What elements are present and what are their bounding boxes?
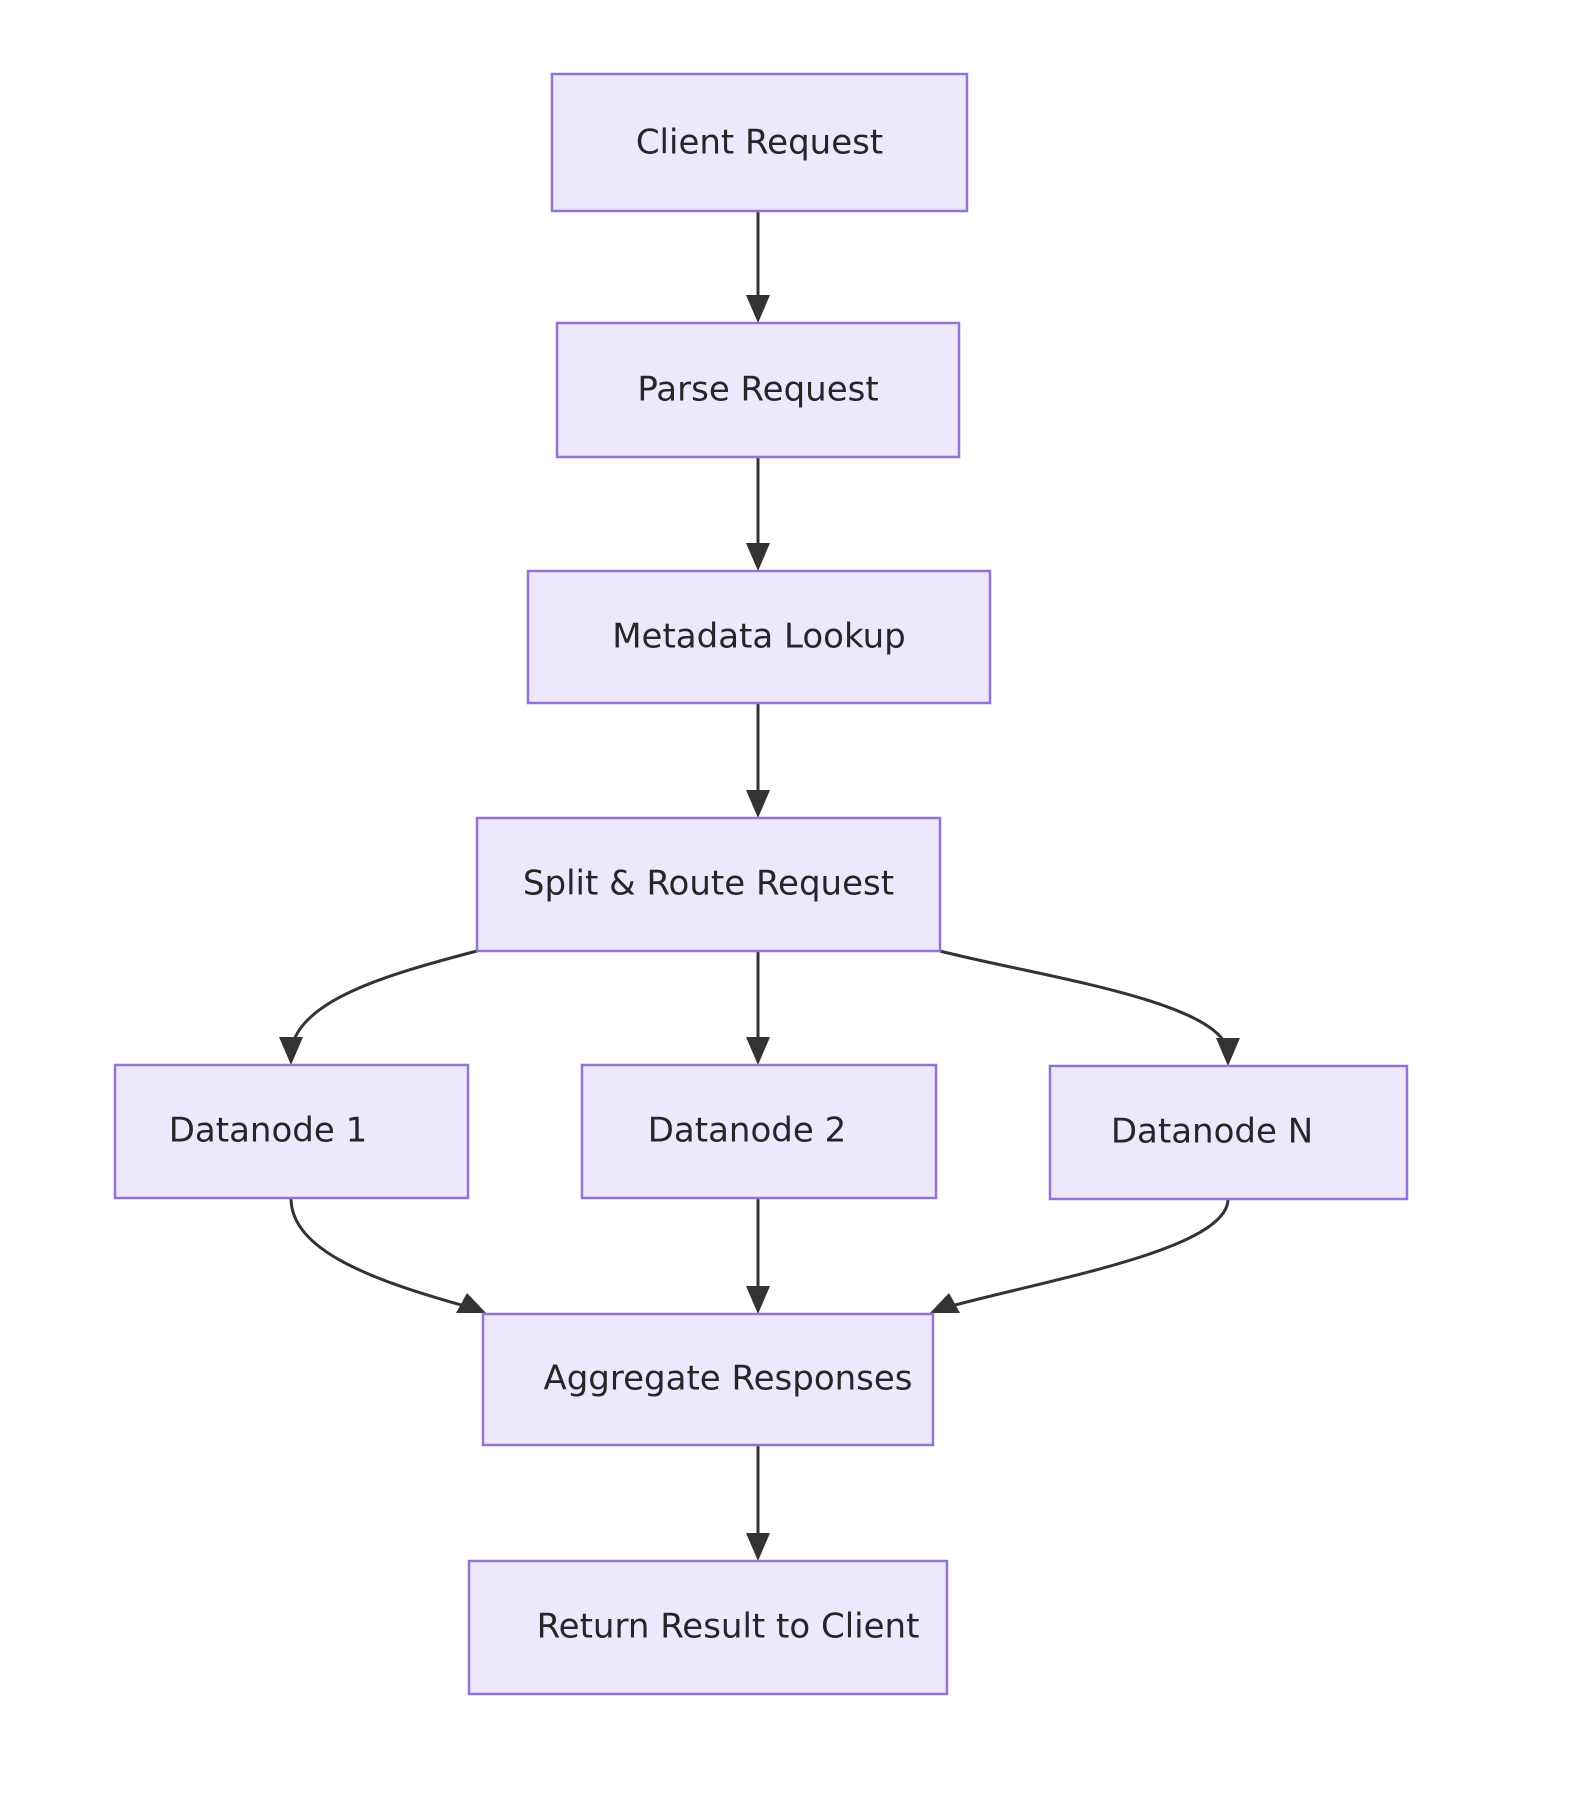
edge-layer <box>279 211 1240 1561</box>
node-split-route-request[interactable]: Split & Route Request <box>475 816 942 953</box>
edge-split-route-request-to-datanode-1 <box>279 949 478 1065</box>
edge-aggregate-responses-to-return-result <box>746 1445 770 1561</box>
node-datanode-1[interactable]: Datanode 1 <box>113 1063 470 1200</box>
edge-metadata-lookup-to-split-route-request <box>746 703 770 818</box>
node-parse-request[interactable]: Parse Request <box>555 321 961 459</box>
node-client-request[interactable]: Client Request <box>550 72 969 213</box>
node-return-result-to-client[interactable]: Return Result to Client <box>467 1559 949 1696</box>
node-label-parse-request: Parse Request <box>637 370 878 410</box>
edge-split-route-request-to-datanode-2 <box>746 951 770 1065</box>
edge-client-request-to-parse-request <box>746 211 770 323</box>
node-label-split-route-request: Split & Route Request <box>523 864 894 904</box>
node-label-aggregate-responses: Aggregate Responses <box>543 1359 912 1399</box>
node-label-datanode-1: Datanode 1 <box>169 1111 367 1151</box>
node-metadata-lookup[interactable]: Metadata Lookup <box>526 569 992 705</box>
edge-datanode-n-to-aggregate-responses <box>930 1198 1230 1313</box>
node-label-return-result-to-client: Return Result to Client <box>537 1607 920 1647</box>
edge-split-route-request-to-datanode-n <box>939 949 1240 1066</box>
node-layer: Client Request Parse Request Metadata Lo… <box>113 72 1409 1696</box>
node-label-metadata-lookup: Metadata Lookup <box>612 617 906 657</box>
node-aggregate-responses[interactable]: Aggregate Responses <box>481 1312 935 1447</box>
node-label-client-request: Client Request <box>636 123 883 163</box>
node-datanode-n[interactable]: Datanode N <box>1048 1064 1409 1201</box>
edge-datanode-1-to-aggregate-responses <box>289 1197 486 1313</box>
node-label-datanode-n: Datanode N <box>1111 1112 1313 1152</box>
edge-parse-request-to-metadata-lookup <box>746 457 770 571</box>
node-datanode-2[interactable]: Datanode 2 <box>580 1063 938 1200</box>
edge-datanode-2-to-aggregate-responses <box>746 1198 770 1314</box>
node-label-datanode-2: Datanode 2 <box>648 1111 846 1151</box>
